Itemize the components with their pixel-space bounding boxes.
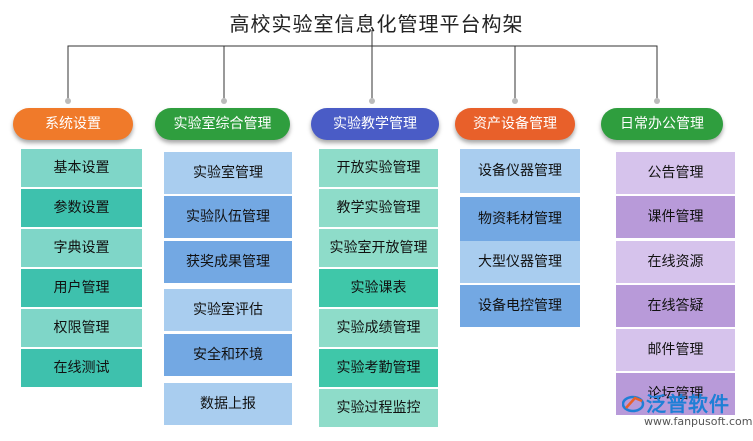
item-lab-attendance[interactable]: 实验考勤管理 — [319, 349, 438, 387]
item-teaching-experiment[interactable]: 教学实验管理 — [319, 189, 438, 227]
item-courseware-management[interactable]: 课件管理 — [616, 196, 735, 238]
logo-brand-text: 泛普软件 — [646, 392, 730, 416]
diagram-title: 高校实验室信息化管理平台构架 — [229, 12, 524, 36]
item-lab-team-management[interactable]: 实验队伍管理 — [164, 196, 292, 238]
item-lab-management[interactable]: 实验室管理 — [164, 152, 292, 194]
brand-logo: 泛普软件 www.fanpusoft.com — [622, 388, 753, 438]
item-open-experiment[interactable]: 开放实验管理 — [319, 149, 438, 187]
logo-mark-icon — [622, 395, 645, 413]
item-data-report[interactable]: 数据上报 — [164, 383, 292, 425]
item-user-management[interactable]: 用户管理 — [21, 269, 142, 307]
item-equipment-power-control[interactable]: 设备电控管理 — [460, 285, 580, 327]
item-lab-grades[interactable]: 实验成绩管理 — [319, 309, 438, 347]
item-mail-management[interactable]: 邮件管理 — [616, 329, 735, 371]
item-online-qa[interactable]: 在线答疑 — [616, 285, 735, 327]
item-consumables-management[interactable]: 物资耗材管理 — [460, 197, 580, 241]
logo-url-text: www.fanpusoft.com — [644, 415, 753, 428]
item-online-test[interactable]: 在线测试 — [21, 349, 142, 387]
category-office-management[interactable]: 日常办公管理 — [601, 108, 723, 140]
item-lab-schedule[interactable]: 实验课表 — [319, 269, 438, 307]
item-permission-management[interactable]: 权限管理 — [21, 309, 142, 347]
item-large-instrument-management[interactable]: 大型仪器管理 — [460, 241, 580, 283]
item-lab-open-management[interactable]: 实验室开放管理 — [319, 229, 438, 267]
item-lab-evaluation[interactable]: 实验室评估 — [164, 289, 292, 331]
category-teaching-management[interactable]: 实验教学管理 — [311, 108, 439, 140]
item-forum-management[interactable]: 论坛管理 — [616, 373, 735, 415]
item-announcement-management[interactable]: 公告管理 — [616, 152, 735, 194]
item-dictionary-settings[interactable]: 字典设置 — [21, 229, 142, 267]
item-safety-environment[interactable]: 安全和环境 — [164, 334, 292, 376]
item-instrument-management[interactable]: 设备仪器管理 — [460, 149, 580, 193]
category-system-settings[interactable]: 系统设置 — [13, 108, 133, 140]
category-lab-management[interactable]: 实验室综合管理 — [155, 108, 290, 140]
item-parameter-settings[interactable]: 参数设置 — [21, 189, 142, 227]
item-process-monitoring[interactable]: 实验过程监控 — [319, 389, 438, 427]
item-basic-settings[interactable]: 基本设置 — [21, 149, 142, 187]
category-asset-management[interactable]: 资产设备管理 — [455, 108, 575, 140]
item-online-resources[interactable]: 在线资源 — [616, 241, 735, 283]
item-award-management[interactable]: 获奖成果管理 — [164, 241, 292, 283]
